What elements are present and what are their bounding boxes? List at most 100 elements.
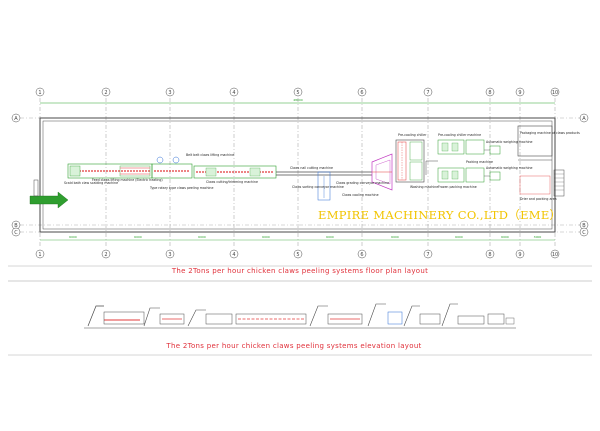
grid-column-bubble bbox=[485, 249, 495, 259]
floor-plan-caption: The 2Tons per hour chicken claws peeling… bbox=[171, 267, 428, 275]
grid-column-label: 6 bbox=[360, 252, 363, 258]
right-stair bbox=[553, 169, 565, 197]
grid-column-bubble bbox=[515, 87, 525, 97]
label-washing: Washing machine bbox=[410, 185, 438, 189]
entrance-column bbox=[33, 179, 39, 197]
span-dimension-label: 3000 bbox=[534, 235, 542, 239]
elevation-view bbox=[84, 303, 516, 329]
grid-column-bubble bbox=[165, 87, 175, 97]
grid-column-bubble bbox=[550, 87, 560, 97]
grid-row-label: C bbox=[582, 230, 586, 236]
entrance-arrow-icon bbox=[29, 191, 69, 209]
span-dimension-label: 6000 bbox=[455, 235, 463, 239]
label-frozen-pack: Frozen packing machine bbox=[438, 185, 477, 189]
label-sorting: Claws sorting conveyor machine bbox=[292, 185, 344, 189]
grid-column-bubble bbox=[423, 87, 433, 97]
grid-column-label: 2 bbox=[104, 252, 107, 258]
peeling-line bbox=[151, 156, 193, 179]
grid-column-bubble bbox=[101, 87, 111, 97]
grid-row-bubble bbox=[579, 113, 589, 123]
grid-row-bubble bbox=[11, 113, 21, 123]
transfer-conveyor bbox=[276, 171, 372, 201]
span-dimension-label: 6000 bbox=[69, 235, 77, 239]
grid-column-bubble bbox=[357, 87, 367, 97]
grid-column-label: 7 bbox=[426, 90, 429, 96]
grid-column-label: 10 bbox=[552, 90, 558, 96]
span-dimension-label: 6000 bbox=[262, 235, 270, 239]
grid-column-bubble bbox=[423, 249, 433, 259]
label-weigh-1: Automatic weighing machine bbox=[486, 140, 533, 144]
brand-text: EMPIRE MACHINERY CO.,LTD（EME） bbox=[318, 208, 561, 222]
span-dimensions: 6000 6000 6000 6000 6000 6000 6000 6000 3000 bbox=[40, 235, 555, 241]
packaging-room bbox=[517, 125, 553, 195]
overall-dimension: 48000 bbox=[40, 98, 555, 104]
grid-column-label: 5 bbox=[296, 90, 299, 96]
grid-column-bubble bbox=[293, 87, 303, 97]
grid-column-label: 3 bbox=[168, 90, 171, 96]
middle-conveyor bbox=[193, 165, 277, 179]
grid-column-bubble bbox=[357, 249, 367, 259]
grid-column-label: 4 bbox=[232, 90, 235, 96]
grid-column-label: 8 bbox=[488, 90, 491, 96]
grid-column-bubble bbox=[101, 249, 111, 259]
grading-machine bbox=[395, 139, 425, 183]
grid-column-label: 2 bbox=[104, 90, 107, 96]
weighing-area bbox=[484, 145, 501, 181]
building-outline bbox=[39, 117, 556, 233]
label-peeler: Type rotary type claws peeling machine bbox=[149, 186, 213, 190]
grid-column-bubble bbox=[35, 87, 45, 97]
label-pre-cooling: Pre-cooling chiller machine bbox=[438, 133, 481, 137]
label-grading: Claws grading conveyor machine bbox=[336, 181, 389, 185]
building-inner-wall bbox=[42, 120, 553, 230]
label-cooling: Claws cooling machine bbox=[342, 193, 379, 197]
span-dimension-label: 6000 bbox=[134, 235, 142, 239]
grid-row-label: A bbox=[14, 116, 18, 122]
grid-column-label: 8 bbox=[488, 252, 491, 258]
grid-column-label: 1 bbox=[38, 90, 41, 96]
grid-column-label: 9 bbox=[518, 90, 521, 96]
label-weigh-2: Automatic weighing machine bbox=[486, 166, 533, 170]
equipment-labels: Scald bath claw scalding machine Feed cl… bbox=[64, 131, 580, 201]
span-dimension-label: 6000 bbox=[326, 235, 334, 239]
grid-row-bubble bbox=[11, 227, 21, 237]
grid-row-label: C bbox=[14, 230, 18, 236]
grid-row-label: B bbox=[14, 223, 18, 229]
freezing-area bbox=[425, 139, 485, 183]
label-nail-lift: Claws nail cutting machine bbox=[290, 166, 333, 170]
label-belt-lift: Belt belt claws lifting machine bbox=[186, 153, 234, 157]
grid-row-label: A bbox=[582, 116, 586, 122]
grid-column-bubble bbox=[229, 249, 239, 259]
label-dryer: Drier and packing area bbox=[520, 197, 557, 201]
span-dimension-label: 6000 bbox=[391, 235, 399, 239]
grid-column-bubble bbox=[550, 249, 560, 259]
grid-column-bubble bbox=[165, 249, 175, 259]
span-dimension-label: 6000 bbox=[501, 235, 509, 239]
elevation-caption: The 2Tons per hour chicken claws peeling… bbox=[165, 342, 421, 350]
grid-column-label: 7 bbox=[426, 252, 429, 258]
grid-column-label: 10 bbox=[552, 252, 558, 258]
grid-row-label: B bbox=[582, 223, 586, 229]
label-scald-tank: Scald bath claw scalding machine bbox=[64, 181, 118, 185]
grid-column-bubble bbox=[35, 249, 45, 259]
grid-column-label: 6 bbox=[360, 90, 363, 96]
label-chiller: Pre-cooling chiller bbox=[398, 133, 427, 137]
label-packing: Packing machine bbox=[466, 160, 493, 164]
grid-column-label: 3 bbox=[168, 252, 171, 258]
label-feed: Feed claws lifting machine (Electric hea… bbox=[92, 178, 163, 182]
scalding-line bbox=[67, 163, 153, 179]
span-dimension-label: 6000 bbox=[198, 235, 206, 239]
grid-column-bubble bbox=[293, 249, 303, 259]
sorting-hopper bbox=[371, 153, 393, 191]
label-packaging: Packaging machine of claws products bbox=[520, 131, 580, 135]
grid-column-label: 5 bbox=[296, 252, 299, 258]
grid-column-label: 9 bbox=[518, 252, 521, 258]
grid-row-bubble bbox=[579, 227, 589, 237]
grid-column-bubble bbox=[515, 249, 525, 259]
grid-column-label: 1 bbox=[38, 252, 41, 258]
grid-column-bubble bbox=[485, 87, 495, 97]
label-cutter: Claws cutting/trimming machine bbox=[206, 180, 258, 184]
grid-column-bubble bbox=[229, 87, 239, 97]
